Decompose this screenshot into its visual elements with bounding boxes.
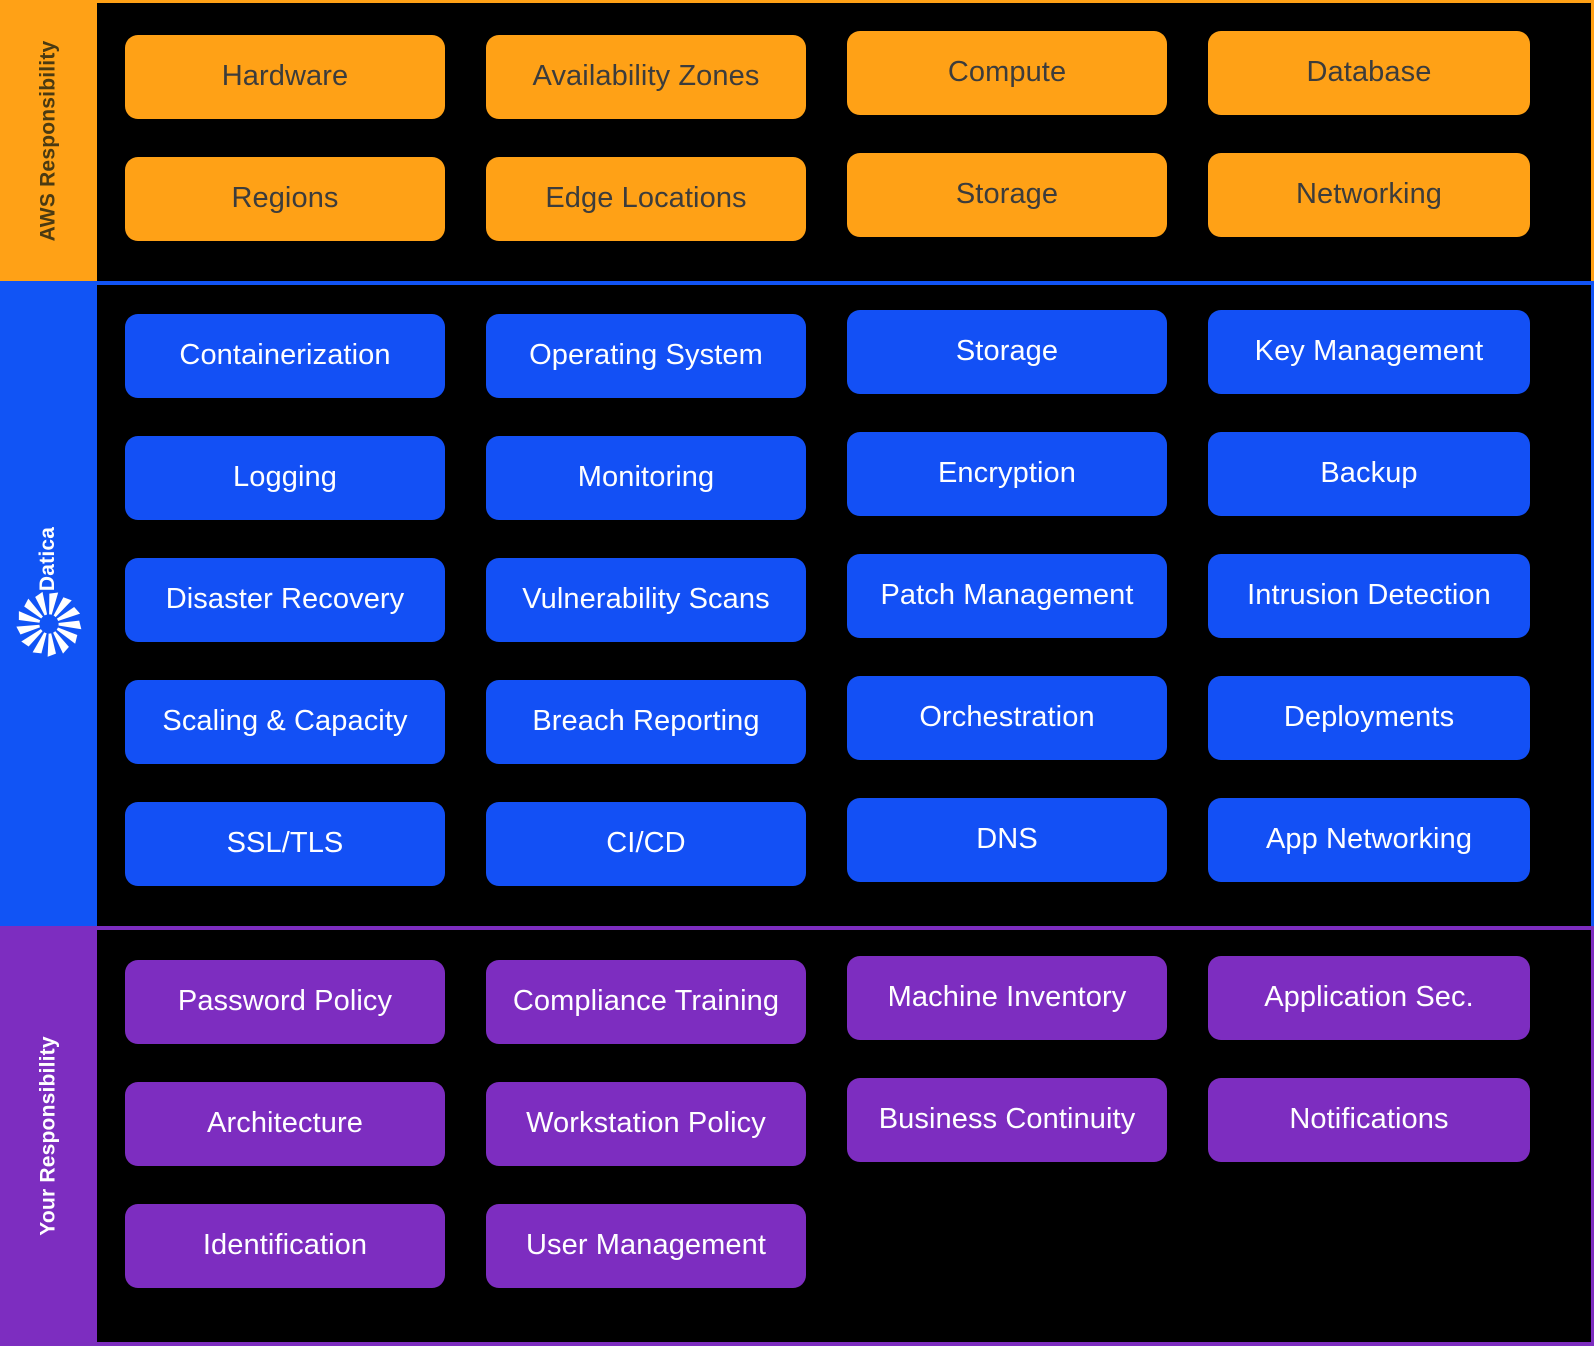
card-dns[interactable]: DNS xyxy=(847,798,1167,882)
card-placeholder xyxy=(847,1200,1167,1284)
card-storage-datica[interactable]: Storage xyxy=(847,310,1167,394)
card-business-continuity[interactable]: Business Continuity xyxy=(847,1078,1167,1162)
card-password-policy[interactable]: Password Policy xyxy=(125,960,445,1044)
card-machine-inventory[interactable]: Machine Inventory xyxy=(847,956,1167,1040)
rail-label-aws: AWS Responsibility xyxy=(36,40,60,241)
card-key-management[interactable]: Key Management xyxy=(1208,310,1530,394)
card-user-management[interactable]: User Management xyxy=(486,1204,806,1288)
section-your-responsibility: Your Responsibility Password Policy Comp… xyxy=(0,926,1594,1346)
card-row: Hardware Availability Zones Compute Data… xyxy=(125,31,1565,119)
card-scaling-capacity[interactable]: Scaling & Capacity xyxy=(125,680,445,764)
card-deployments[interactable]: Deployments xyxy=(1208,676,1530,760)
card-patch-management[interactable]: Patch Management xyxy=(847,554,1167,638)
card-ssl-tls[interactable]: SSL/TLS xyxy=(125,802,445,886)
card-notifications[interactable]: Notifications xyxy=(1208,1078,1530,1162)
card-row: Regions Edge Locations Storage Networkin… xyxy=(125,153,1565,241)
card-backup[interactable]: Backup xyxy=(1208,432,1530,516)
card-row: Scaling & Capacity Breach Reporting Orch… xyxy=(125,676,1565,764)
pane-yours-cards: Password Policy Compliance Training Mach… xyxy=(97,926,1594,1346)
card-architecture[interactable]: Architecture xyxy=(125,1082,445,1166)
card-row: Containerization Operating System Storag… xyxy=(125,310,1565,398)
card-encryption[interactable]: Encryption xyxy=(847,432,1167,516)
card-identification[interactable]: Identification xyxy=(125,1204,445,1288)
pane-datica-cards: Containerization Operating System Storag… xyxy=(97,281,1594,926)
card-workstation-policy[interactable]: Workstation Policy xyxy=(486,1082,806,1166)
card-availability-zones[interactable]: Availability Zones xyxy=(486,35,806,119)
card-containerization[interactable]: Containerization xyxy=(125,314,445,398)
card-row: SSL/TLS CI/CD DNS App Networking xyxy=(125,798,1565,886)
card-regions[interactable]: Regions xyxy=(125,157,445,241)
card-operating-system[interactable]: Operating System xyxy=(486,314,806,398)
card-edge-locations[interactable]: Edge Locations xyxy=(486,157,806,241)
card-ci-cd[interactable]: CI/CD xyxy=(486,802,806,886)
card-monitoring[interactable]: Monitoring xyxy=(486,436,806,520)
card-breach-reporting[interactable]: Breach Reporting xyxy=(486,680,806,764)
card-app-networking[interactable]: App Networking xyxy=(1208,798,1530,882)
card-networking[interactable]: Networking xyxy=(1208,153,1530,237)
card-row: Password Policy Compliance Training Mach… xyxy=(125,956,1565,1044)
card-hardware[interactable]: Hardware xyxy=(125,35,445,119)
rail-aws-responsibility: AWS Responsibility xyxy=(0,0,97,281)
card-placeholder xyxy=(1208,1200,1530,1284)
card-row: Identification User Management xyxy=(125,1204,1565,1288)
rail-label-yours: Your Responsibility xyxy=(36,1036,60,1236)
card-disaster-recovery[interactable]: Disaster Recovery xyxy=(125,558,445,642)
rail-datica: Datica xyxy=(0,281,97,926)
section-aws-responsibility: AWS Responsibility Hardware Availability… xyxy=(0,0,1594,281)
section-datica: Datica xyxy=(0,281,1594,926)
card-row: Logging Monitoring Encryption Backup xyxy=(125,432,1565,520)
card-row: Architecture Workstation Policy Business… xyxy=(125,1078,1565,1166)
card-row: Disaster Recovery Vulnerability Scans Pa… xyxy=(125,554,1565,642)
rail-label-datica: Datica xyxy=(36,526,60,591)
card-storage-aws[interactable]: Storage xyxy=(847,153,1167,237)
card-compliance-training[interactable]: Compliance Training xyxy=(486,960,806,1044)
card-logging[interactable]: Logging xyxy=(125,436,445,520)
card-intrusion-detection[interactable]: Intrusion Detection xyxy=(1208,554,1530,638)
card-vulnerability-scans[interactable]: Vulnerability Scans xyxy=(486,558,806,642)
pane-aws-cards: Hardware Availability Zones Compute Data… xyxy=(97,0,1594,281)
datica-pinwheel-logo xyxy=(15,591,81,657)
card-orchestration[interactable]: Orchestration xyxy=(847,676,1167,760)
rail-your-responsibility: Your Responsibility xyxy=(0,926,97,1346)
card-application-sec[interactable]: Application Sec. xyxy=(1208,956,1530,1040)
card-compute[interactable]: Compute xyxy=(847,31,1167,115)
card-database[interactable]: Database xyxy=(1208,31,1530,115)
